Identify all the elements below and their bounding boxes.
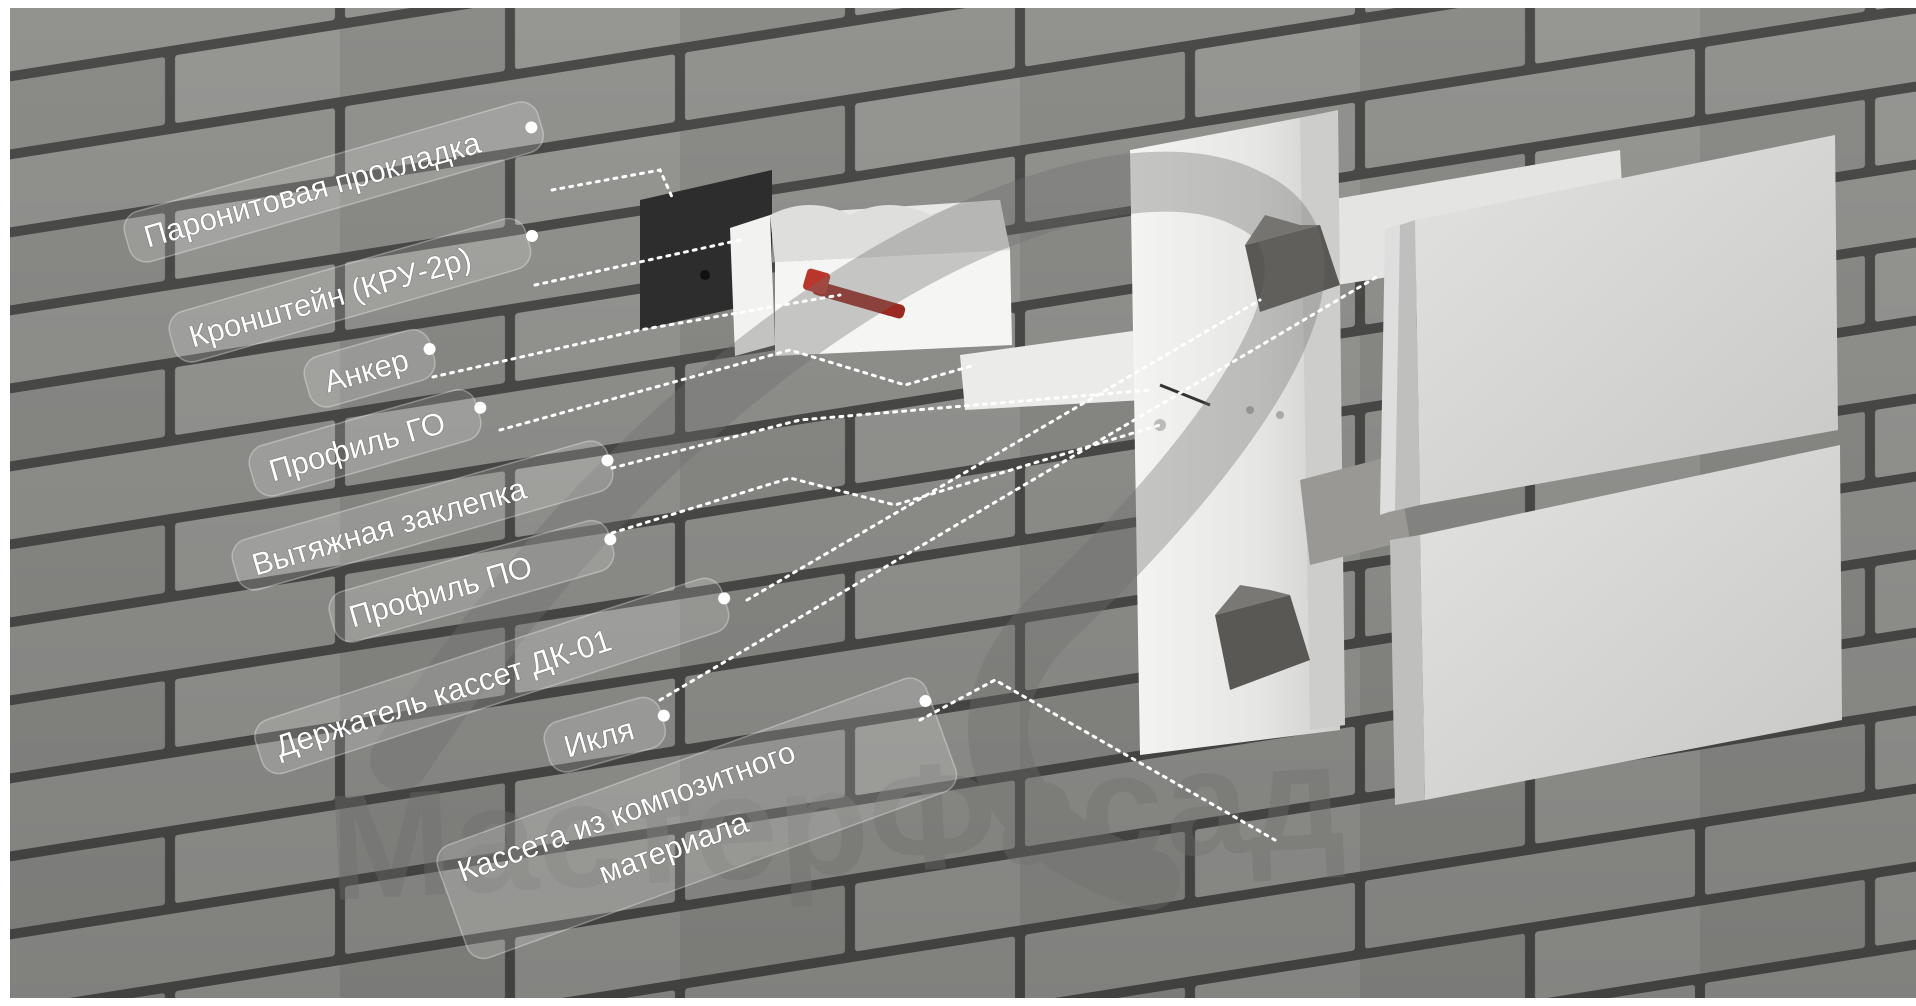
composite-cassette <box>1380 135 1842 805</box>
